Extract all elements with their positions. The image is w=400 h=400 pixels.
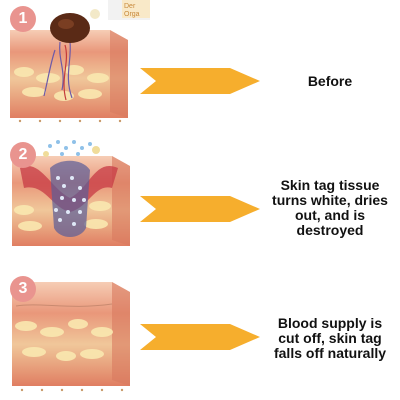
orange-arrow-icon — [140, 196, 260, 222]
serum-bottle-icon: Der Orga — [108, 0, 150, 20]
step-number-badge: 2 — [10, 142, 36, 168]
skin-cross-section-treatment — [12, 140, 130, 246]
orange-arrow-icon — [140, 324, 260, 350]
skin-cross-section-before — [10, 9, 128, 123]
skin-cross-section-after — [12, 282, 130, 392]
step-number-badge: 3 — [10, 276, 36, 302]
orange-arrow-icon — [140, 68, 260, 94]
svg-text:Orga: Orga — [124, 11, 140, 18]
step-caption: Blood supply is cut off, skin tag falls … — [273, 315, 387, 361]
step-during: 2 Skin tag tissue turns white, dries out… — [0, 128, 400, 260]
step-after: 3 Blood supply is cut off, skin tag fall… — [0, 262, 400, 400]
step-before: Der Orga 1 Before — [0, 0, 400, 128]
step-number-badge: 1 — [10, 6, 36, 32]
step-caption: Skin tag tissue turns white, dries out, … — [272, 177, 388, 238]
svg-text:Der: Der — [124, 3, 136, 10]
step-caption: Before — [307, 73, 353, 89]
